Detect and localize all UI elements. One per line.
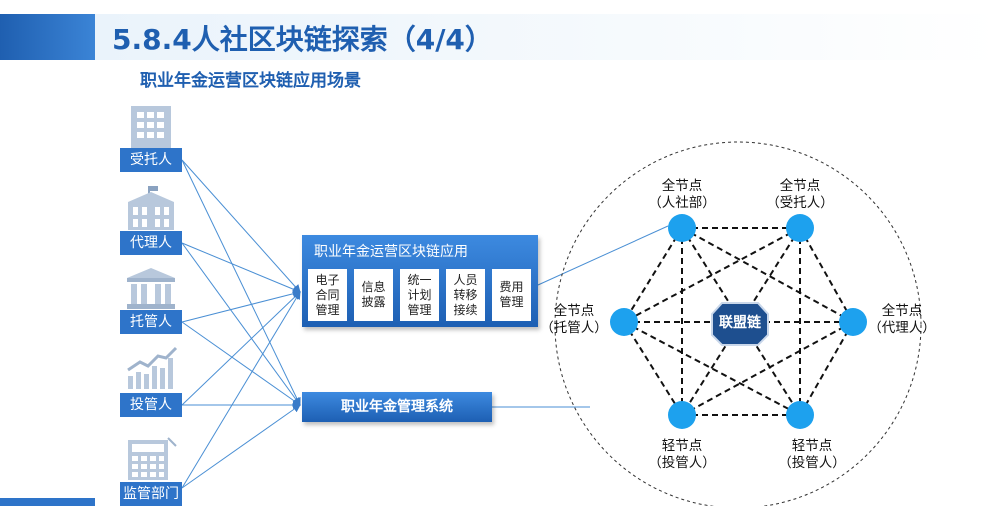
node-label-investment-manager-2: 轻节点（投管人） — [778, 438, 846, 471]
app-item-fees: 费用 管理 — [492, 269, 531, 321]
application-title: 职业年金运营区块链应用 — [314, 244, 468, 260]
node-label-custodian: 全节点（托管人） — [540, 303, 608, 336]
title-accent-bar — [0, 14, 95, 60]
page-title: 5.8.4人社区块链探索（4/4） — [112, 23, 493, 56]
consortium-chain-hub — [711, 302, 769, 346]
actor-label-custodian: 托管人 — [120, 310, 182, 334]
node-agent — [839, 308, 867, 336]
growth-chart-icon — [127, 346, 178, 389]
columns-building-icon — [127, 268, 175, 309]
node-label-mohrss: 全节点（人社部） — [648, 178, 716, 211]
building-icon — [131, 106, 171, 148]
consortium-chain-label: 联盟链 — [719, 315, 761, 331]
node-investment-manager-1 — [668, 401, 696, 429]
node-label-agent: 全节点（代理人） — [868, 303, 936, 336]
node-label-trustee: 全节点（受托人） — [766, 178, 834, 211]
app-item-disclosure: 信息 披露 — [354, 269, 393, 321]
footer-accent-bar — [0, 498, 95, 506]
node-mohrss — [668, 214, 696, 242]
actor-label-agent: 代理人 — [120, 231, 182, 255]
actor-label-trustee: 受托人 — [120, 148, 182, 172]
node-custodian — [610, 308, 638, 336]
app-item-plan: 统一 计划 管理 — [400, 269, 439, 321]
management-system-box: 职业年金管理系统 — [302, 392, 492, 422]
node-investment-manager-2 — [786, 401, 814, 429]
actor-label-regulator: 监管部门 — [120, 482, 182, 506]
title-banner — [95, 14, 1000, 60]
node-trustee — [786, 214, 814, 242]
actor-label-investment-manager: 投管人 — [120, 393, 182, 417]
app-item-contract: 电子 合同 管理 — [308, 269, 347, 321]
node-label-investment-manager-1: 轻节点（投管人） — [648, 438, 716, 471]
app-item-transfer: 人员 转移 接续 — [446, 269, 485, 321]
bank-building-icon — [128, 186, 174, 230]
blockchain-application-box: 职业年金运营区块链应用 电子 合同 管理 信息 披露 统一 计划 管理 人员 转… — [302, 235, 538, 327]
page-subtitle: 职业年金运营区块链应用场景 — [140, 71, 361, 91]
calculator-icon — [128, 437, 177, 480]
